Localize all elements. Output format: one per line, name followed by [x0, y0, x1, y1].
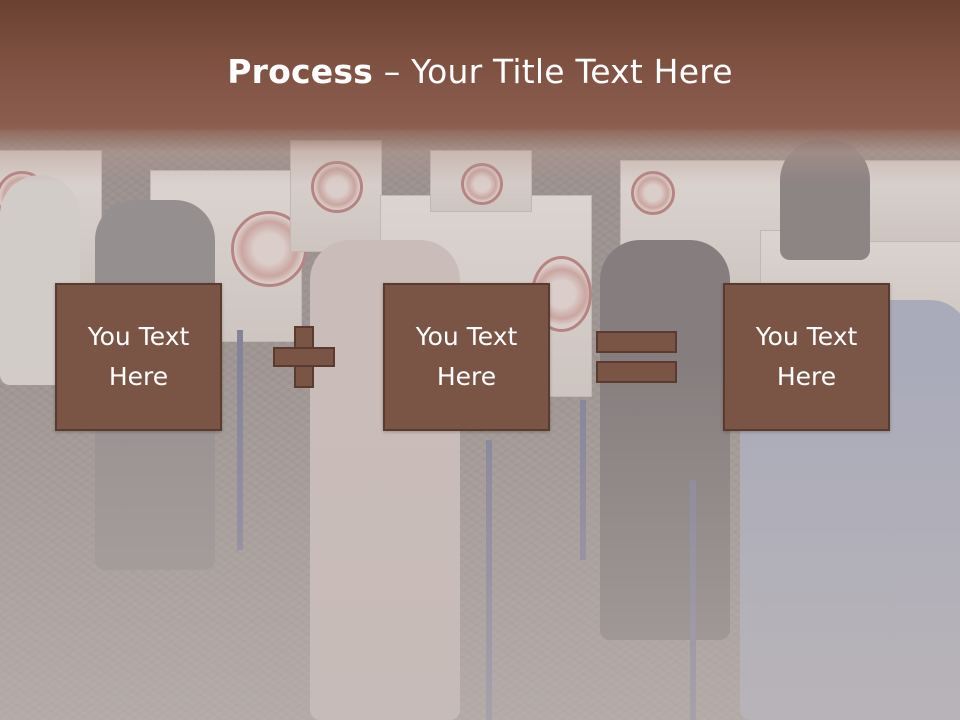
- process-box-1[interactable]: You Text Here: [55, 283, 222, 431]
- plus-icon: [273, 326, 335, 388]
- title-bar: [0, 0, 960, 130]
- process-box-3[interactable]: You Text Here: [723, 283, 890, 431]
- process-box-2-text: You Text Here: [397, 317, 537, 397]
- process-box-3-line1: You Text: [755, 322, 858, 351]
- process-box-1-text: You Text Here: [69, 317, 209, 397]
- title-bar-fade: [0, 125, 960, 185]
- process-box-3-text: You Text Here: [737, 317, 877, 397]
- process-box-2[interactable]: You Text Here: [383, 283, 550, 431]
- process-box-1-line2: Here: [108, 362, 169, 391]
- process-box-1-line1: You Text: [87, 322, 190, 351]
- process-box-2-line1: You Text: [415, 322, 518, 351]
- process-box-2-line2: Here: [436, 362, 497, 391]
- slide-title-rest: – Your Title Text Here: [373, 52, 733, 91]
- slide-title: Process – Your Title Text Here: [0, 52, 960, 91]
- equals-icon: [596, 331, 677, 383]
- slide-title-bold: Process: [227, 52, 374, 91]
- process-box-3-line2: Here: [776, 362, 837, 391]
